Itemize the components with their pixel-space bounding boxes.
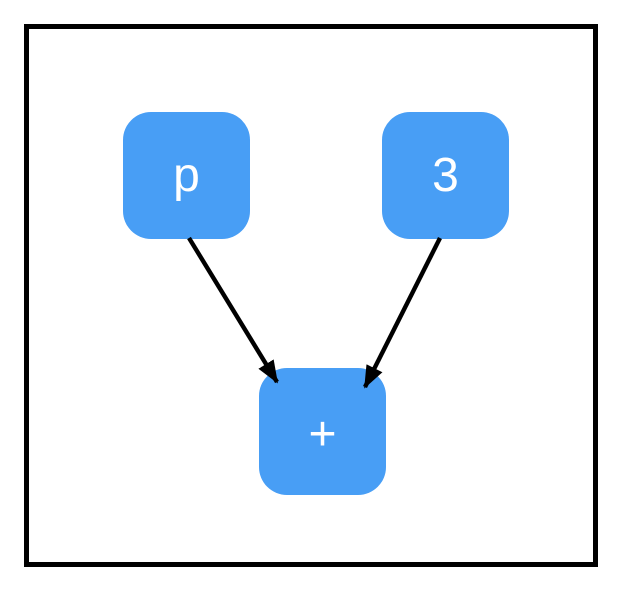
node-p: p [123, 112, 250, 239]
node-3-label: 3 [432, 148, 459, 202]
node-3: 3 [382, 112, 509, 239]
node-p-label: p [173, 148, 200, 202]
node-plus: + [259, 368, 386, 495]
node-plus-label: + [308, 407, 337, 461]
